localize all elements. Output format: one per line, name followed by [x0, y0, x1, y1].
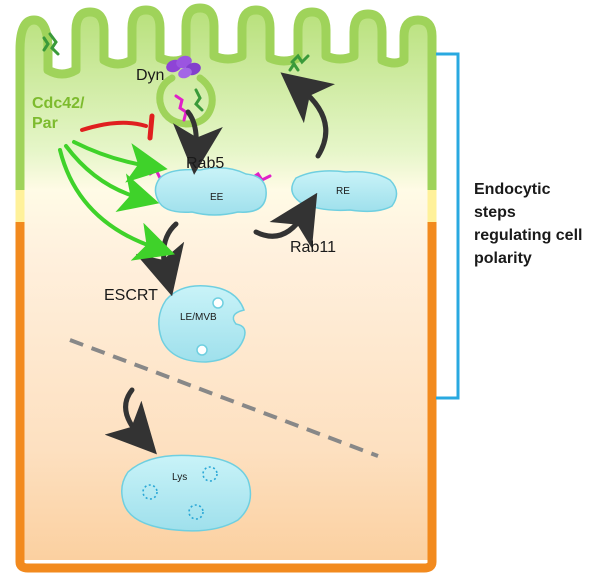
- label-rab5: Rab5: [186, 155, 224, 172]
- activation-arrow-ee: [64, 144, 160, 213]
- label-dyn: Dyn: [136, 67, 164, 84]
- lysosome: [121, 454, 252, 532]
- dashed-separator: [69, 338, 379, 458]
- side-label: Endocytic steps regulating cell polarity: [474, 178, 594, 270]
- side-label-line: Endocytic steps: [474, 181, 551, 221]
- side-label-line: regulating cell: [474, 227, 583, 244]
- label-lys: Lys: [172, 472, 187, 483]
- intraluminal-vesicle: [212, 297, 224, 309]
- label-le-mvb: LE/MVB: [180, 312, 217, 323]
- basolateral-membrane: [15, 222, 437, 573]
- label-rab11: Rab11: [290, 239, 336, 256]
- label-escrt: ESCRT: [104, 287, 158, 304]
- arrow-internalization: [172, 109, 223, 175]
- lysosome-particle: [142, 484, 158, 500]
- lysosome-particle: [202, 466, 218, 482]
- label-ee: EE: [210, 192, 224, 203]
- lysosome-particle: [188, 504, 204, 520]
- regulatory-arrows: [58, 113, 175, 261]
- arrow-re-to-membrane: [280, 72, 336, 159]
- intraluminal-vesicle: [196, 344, 208, 356]
- activation-arrow-escrt: [58, 148, 175, 261]
- inhibition-arrow: [80, 120, 148, 132]
- label-re: RE: [336, 186, 350, 197]
- traffic-arrows: [104, 72, 336, 455]
- dynamin-icon: [166, 55, 201, 79]
- bracket: [436, 52, 460, 400]
- arrow-to-lysosome: [104, 387, 157, 455]
- late-endosome-mvb: [158, 285, 246, 363]
- side-label-line: polarity: [474, 250, 532, 267]
- label-par: Par: [32, 115, 58, 132]
- label-cdc42: Cdc42/: [32, 95, 85, 112]
- inhibition-bar: [147, 113, 155, 141]
- apical-membrane: [15, 3, 437, 190]
- activation-arrow-rab5: [72, 140, 168, 183]
- arrow-ee-to-re: [253, 192, 318, 249]
